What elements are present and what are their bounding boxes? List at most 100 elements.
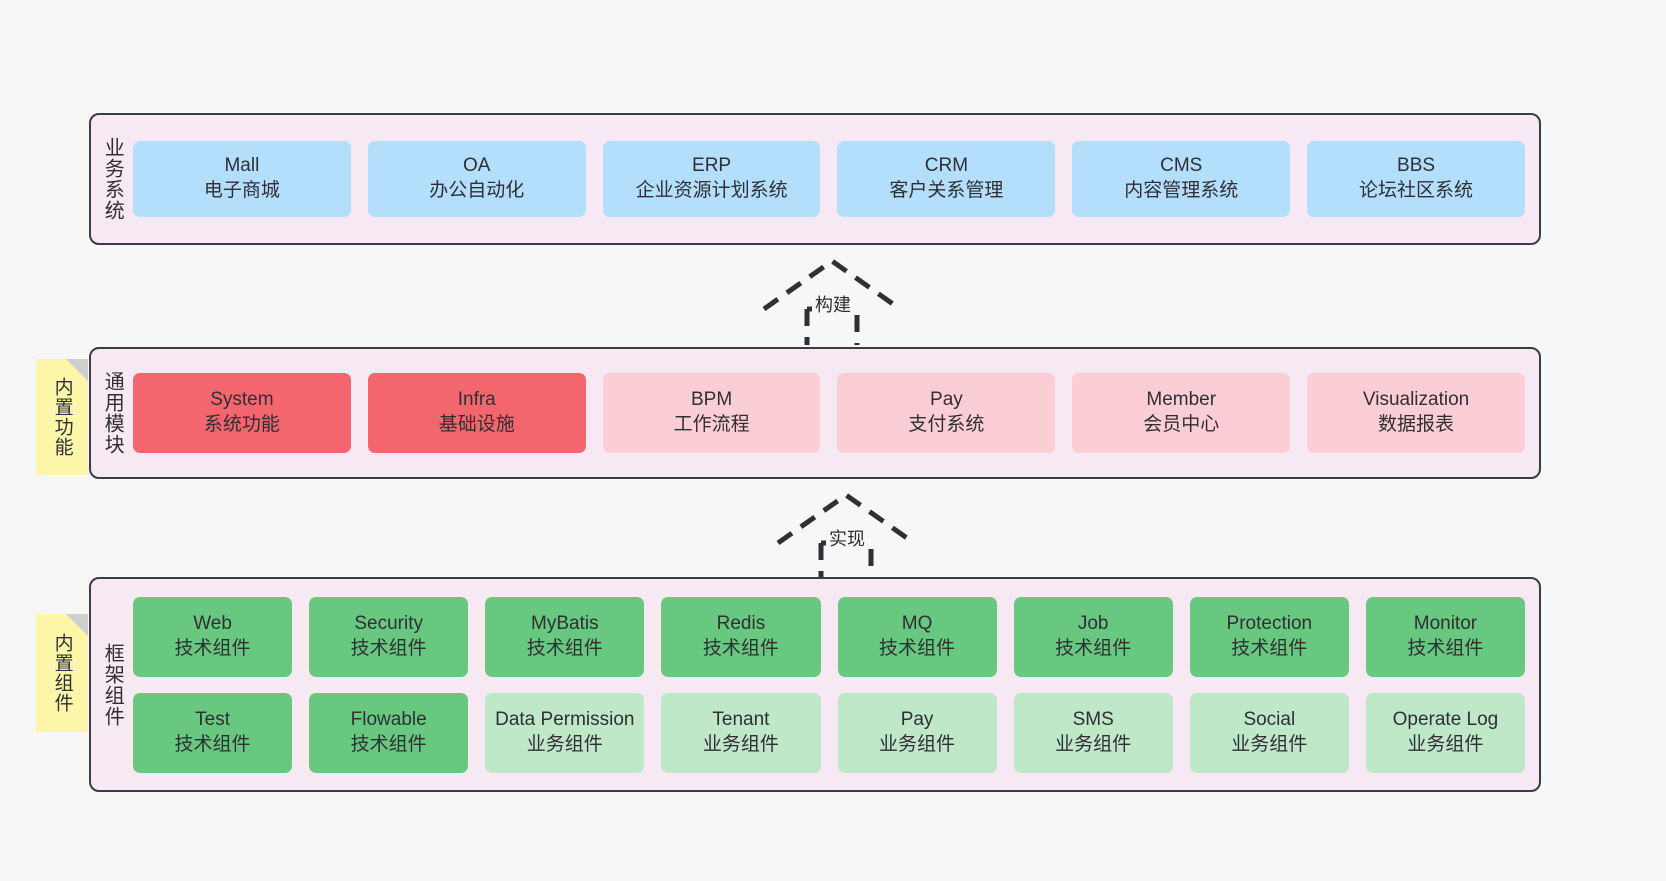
- card-job-desc: 技术组件: [1055, 637, 1132, 659]
- card-monitor[interactable]: Monitor 技术组件: [1365, 596, 1525, 677]
- modules-card-row: System 系统功能 Infra 基础设施 BPM 工作流程 Pay 支付系统…: [133, 373, 1525, 453]
- card-infra[interactable]: Infra 基础设施: [367, 373, 586, 453]
- card-protection-desc: 技术组件: [1231, 637, 1308, 659]
- card-social-name: Social: [1243, 708, 1296, 730]
- layer-business-systems-title: 业务系统: [101, 137, 124, 221]
- card-pay-component[interactable]: Pay 业务组件: [837, 692, 997, 773]
- card-visualization-name: Visualization: [1362, 389, 1470, 411]
- card-flowable-desc: 技术组件: [350, 733, 427, 755]
- card-bpm-desc: 工作流程: [673, 414, 750, 435]
- card-crm[interactable]: CRM 客户关系管理: [837, 141, 1056, 217]
- sticky-note-builtin-features-label: 内置功能: [51, 377, 73, 457]
- card-crm-name: CRM: [924, 155, 969, 177]
- card-system-name: System: [210, 389, 274, 411]
- card-mybatis-name: MyBatis: [531, 612, 599, 634]
- card-mall-name: Mall: [224, 155, 260, 177]
- card-social-desc: 业务组件: [1231, 733, 1308, 755]
- card-security[interactable]: Security 技术组件: [309, 596, 469, 677]
- card-visualization-desc: 数据报表: [1378, 414, 1455, 435]
- card-tenant[interactable]: Tenant 业务组件: [661, 692, 821, 773]
- card-flowable-name: Flowable: [350, 708, 427, 730]
- card-mq-desc: 技术组件: [879, 637, 956, 659]
- card-pay-module[interactable]: Pay 支付系统: [837, 373, 1056, 453]
- layer-business-systems: 业务系统 Mall 电子商城 OA 办公自动化 ERP 企业资源计划系统 CRM…: [89, 113, 1541, 245]
- connector-implement-label: 实现: [826, 525, 868, 551]
- card-tenant-name: Tenant: [712, 708, 770, 730]
- card-data-permission-name: Data Permission: [495, 708, 635, 730]
- card-tenant-desc: 业务组件: [702, 733, 779, 755]
- card-bpm[interactable]: BPM 工作流程: [602, 373, 821, 453]
- card-security-desc: 技术组件: [350, 637, 427, 659]
- card-social[interactable]: Social 业务组件: [1189, 692, 1349, 773]
- layer-framework-components-title: 框架组件: [101, 642, 124, 727]
- card-bbs-desc: 论坛社区系统: [1359, 180, 1474, 201]
- framework-card-row-business: Test 技术组件 Flowable 技术组件 Data Permission …: [133, 692, 1525, 773]
- card-operate-log[interactable]: Operate Log 业务组件: [1365, 692, 1525, 773]
- card-monitor-name: Monitor: [1413, 612, 1478, 634]
- card-cms-name: CMS: [1160, 155, 1203, 177]
- layer-framework-components: 框架组件 Web 技术组件 Security 技术组件 MyBatis 技术组件…: [89, 577, 1541, 792]
- card-bbs-name: BBS: [1397, 155, 1436, 177]
- card-redis-desc: 技术组件: [702, 637, 779, 659]
- card-operate-log-name: Operate Log: [1392, 708, 1499, 730]
- card-redis[interactable]: Redis 技术组件: [661, 596, 821, 677]
- card-flowable[interactable]: Flowable 技术组件: [309, 692, 469, 773]
- card-mq[interactable]: MQ 技术组件: [837, 596, 997, 677]
- card-web-name: Web: [193, 612, 232, 634]
- framework-card-row-technical: Web 技术组件 Security 技术组件 MyBatis 技术组件 Redi…: [133, 596, 1525, 677]
- card-infra-desc: 基础设施: [438, 414, 515, 435]
- card-sms-name: SMS: [1072, 708, 1114, 730]
- card-oa-desc: 办公自动化: [429, 180, 525, 201]
- sticky-note-builtin-components-label: 内置组件: [51, 633, 73, 713]
- card-oa-name: OA: [463, 155, 491, 177]
- card-system[interactable]: System 系统功能: [133, 373, 351, 453]
- card-crm-desc: 客户关系管理: [889, 180, 1004, 201]
- card-bbs[interactable]: BBS 论坛社区系统: [1307, 141, 1525, 217]
- card-operate-log-desc: 业务组件: [1407, 733, 1484, 755]
- sticky-note-builtin-components: 内置组件: [36, 614, 88, 732]
- card-sms-desc: 业务组件: [1055, 733, 1132, 755]
- card-cms-desc: 内容管理系统: [1124, 180, 1239, 201]
- card-oa[interactable]: OA 办公自动化: [367, 141, 586, 217]
- card-protection-name: Protection: [1226, 612, 1313, 634]
- card-erp[interactable]: ERP 企业资源计划系统: [602, 141, 821, 217]
- card-system-desc: 系统功能: [203, 414, 280, 435]
- connector-build: 构建: [752, 255, 912, 345]
- layer-common-modules-body: System 系统功能 Infra 基础设施 BPM 工作流程 Pay 支付系统…: [133, 349, 1539, 477]
- card-data-permission[interactable]: Data Permission 业务组件: [485, 692, 645, 773]
- card-test-name: Test: [195, 708, 230, 730]
- card-mq-name: MQ: [901, 612, 933, 634]
- card-data-permission-desc: 业务组件: [526, 733, 603, 755]
- card-protection[interactable]: Protection 技术组件: [1189, 596, 1349, 677]
- card-bpm-name: BPM: [690, 389, 733, 411]
- card-pay-component-name: Pay: [900, 708, 934, 730]
- sticky-fold-corner-icon: [66, 359, 88, 381]
- card-erp-desc: 企业资源计划系统: [635, 180, 788, 201]
- layer-framework-components-body: Web 技术组件 Security 技术组件 MyBatis 技术组件 Redi…: [133, 579, 1539, 790]
- card-erp-name: ERP: [692, 155, 732, 177]
- layer-business-systems-body: Mall 电子商城 OA 办公自动化 ERP 企业资源计划系统 CRM 客户关系…: [133, 115, 1539, 243]
- connector-build-label: 构建: [812, 291, 854, 317]
- card-sms[interactable]: SMS 业务组件: [1013, 692, 1173, 773]
- card-monitor-desc: 技术组件: [1407, 637, 1484, 659]
- card-web[interactable]: Web 技术组件: [133, 596, 293, 677]
- card-mybatis[interactable]: MyBatis 技术组件: [485, 596, 645, 677]
- card-member-name: Member: [1146, 389, 1217, 411]
- card-mall[interactable]: Mall 电子商城: [133, 141, 351, 217]
- card-visualization[interactable]: Visualization 数据报表: [1307, 373, 1525, 453]
- card-member-desc: 会员中心: [1143, 414, 1220, 435]
- card-job-name: Job: [1077, 612, 1109, 634]
- card-pay-component-desc: 业务组件: [879, 733, 956, 755]
- sticky-note-builtin-features: 内置功能: [36, 359, 88, 475]
- layer-common-modules-title: 通用模块: [101, 371, 124, 455]
- card-job[interactable]: Job 技术组件: [1013, 596, 1173, 677]
- card-mall-desc: 电子商城: [203, 180, 280, 201]
- card-test-desc: 技术组件: [174, 733, 251, 755]
- card-member[interactable]: Member 会员中心: [1072, 373, 1291, 453]
- connector-implement: 实现: [766, 489, 926, 579]
- card-test[interactable]: Test 技术组件: [133, 692, 293, 773]
- card-security-name: Security: [354, 612, 423, 634]
- card-web-desc: 技术组件: [174, 637, 251, 659]
- card-cms[interactable]: CMS 内容管理系统: [1072, 141, 1291, 217]
